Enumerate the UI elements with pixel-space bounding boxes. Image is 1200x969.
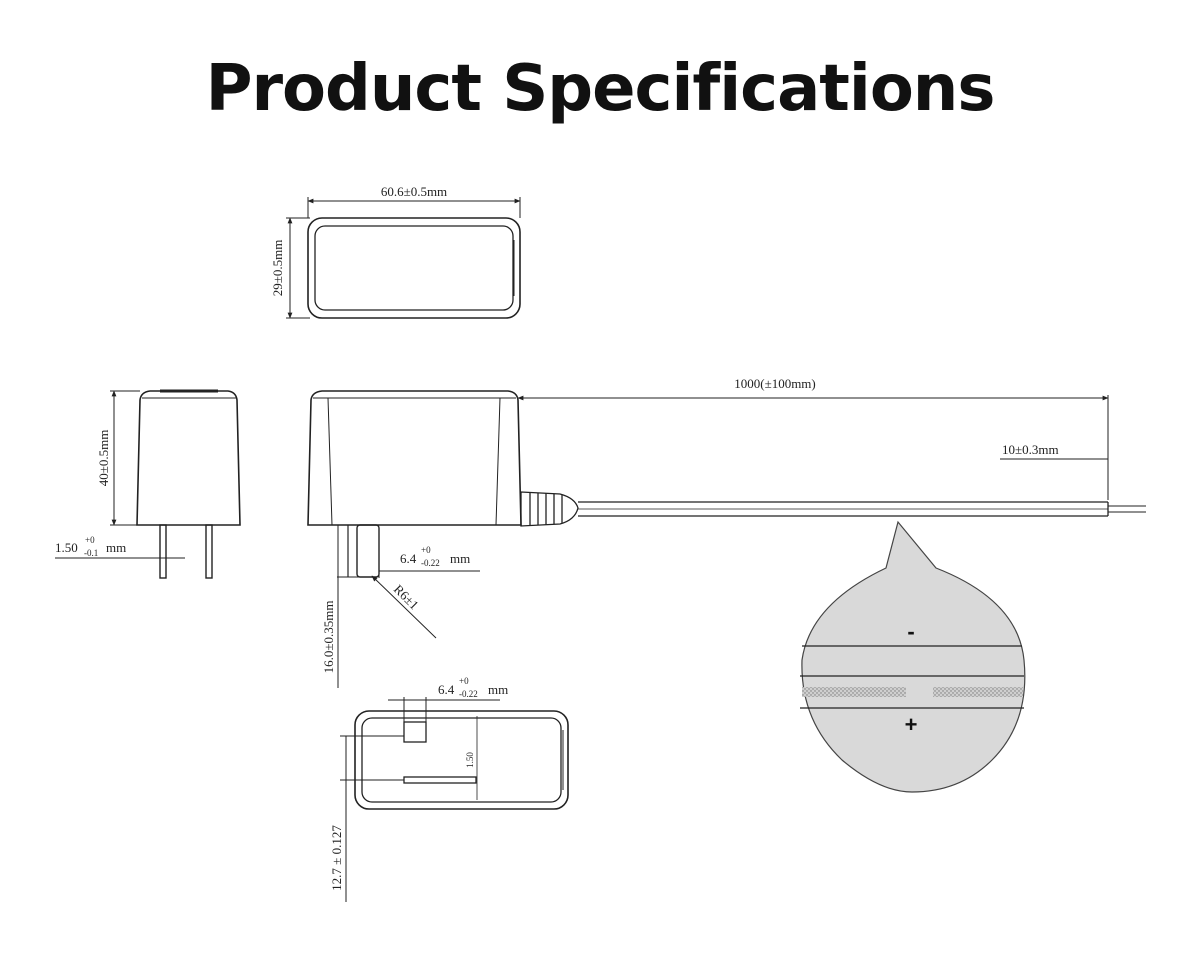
cable bbox=[578, 501, 1146, 517]
top-view-inner bbox=[314, 225, 514, 311]
top-width-dimension bbox=[307, 197, 521, 218]
side-pin-right bbox=[205, 524, 213, 579]
pin-radius-leader bbox=[371, 575, 437, 639]
pin-thickness-unit: mm bbox=[106, 540, 126, 555]
pin-length-dimension bbox=[337, 524, 372, 688]
top-height-dimension bbox=[286, 217, 310, 319]
cable-length-dimension bbox=[517, 395, 1109, 500]
bottom-pin-width-dimension bbox=[388, 697, 500, 722]
pin-spacing-label: 12.7 ± 0.127 bbox=[329, 825, 344, 891]
pin-length-label: 16.0±0.35mm bbox=[321, 601, 336, 674]
conductor-left bbox=[802, 687, 906, 697]
pin-spacing-dimension bbox=[340, 735, 404, 902]
front-view-body bbox=[307, 390, 522, 526]
pin-width-dimension bbox=[378, 540, 480, 578]
top-height-label: 29±0.5mm bbox=[270, 240, 285, 297]
pin-thickness-label: 1.50 bbox=[55, 540, 78, 555]
pin-thickness-tol-upper: +0 bbox=[85, 535, 95, 545]
bottom-pin-thickness-label: 1.50 bbox=[465, 752, 475, 768]
side-view-body bbox=[136, 390, 241, 526]
bottom-pin-width-unit: mm bbox=[488, 682, 508, 697]
pin-width-unit: mm bbox=[450, 551, 470, 566]
pin-thickness-tol-lower: -0.1 bbox=[84, 548, 98, 558]
pin-radius-label: R6±1 bbox=[391, 582, 422, 613]
top-view bbox=[307, 217, 521, 319]
bottom-view-inner bbox=[361, 717, 562, 803]
pin-width-tol-upper: +0 bbox=[421, 545, 431, 555]
front-view bbox=[307, 390, 522, 578]
conductor-right bbox=[933, 687, 1023, 697]
front-pin bbox=[356, 524, 380, 578]
pin-width-tol-lower: -0.22 bbox=[421, 558, 440, 568]
bottom-pin-width-label: 6.4 bbox=[438, 682, 455, 697]
side-pin-left bbox=[159, 524, 167, 579]
bottom-pin-width-tol-lower: -0.22 bbox=[459, 689, 478, 699]
side-height-label: 40±0.5mm bbox=[96, 430, 111, 487]
top-view-outer bbox=[307, 217, 521, 319]
strain-relief bbox=[520, 491, 579, 527]
polarity-callout bbox=[800, 520, 1026, 793]
stripped-length-label: 10±0.3mm bbox=[1002, 442, 1059, 457]
side-view bbox=[136, 389, 241, 579]
polarity-positive: + bbox=[905, 712, 918, 737]
bottom-view bbox=[354, 710, 569, 810]
top-width-label: 60.6±0.5mm bbox=[381, 184, 447, 199]
bottom-pin-bottom bbox=[403, 776, 477, 784]
polarity-negative: - bbox=[907, 619, 914, 644]
page-title: Product Specifications bbox=[205, 52, 996, 126]
bottom-pin-top bbox=[403, 721, 427, 743]
side-height-dimension bbox=[110, 390, 140, 526]
bottom-pin-width-tol-upper: +0 bbox=[459, 676, 469, 686]
cable-length-label: 1000(±100mm) bbox=[734, 376, 816, 391]
bottom-view-outer bbox=[354, 710, 569, 810]
pin-width-label: 6.4 bbox=[400, 551, 417, 566]
